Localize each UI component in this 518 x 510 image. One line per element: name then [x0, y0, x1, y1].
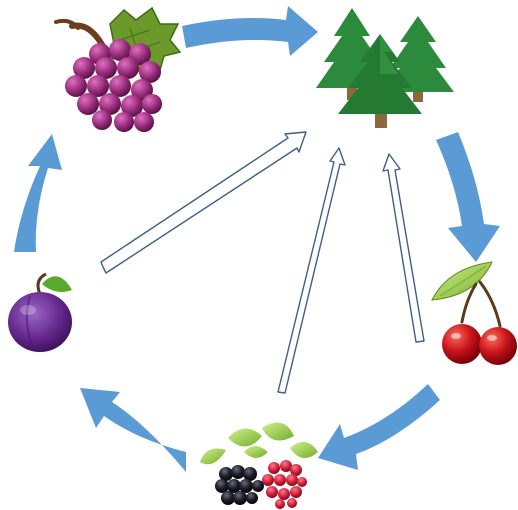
pine-trees-icon [316, 8, 454, 128]
hollow-arrow-cherries-to-trees [383, 154, 424, 342]
berries-icon [200, 423, 318, 509]
cycle-arrow-plum-to-grapes [14, 134, 62, 252]
grapes-icon [56, 8, 180, 132]
cherries-icon [432, 262, 517, 365]
hollow-arrows [101, 132, 424, 393]
hollow-arrow-plum-to-trees [101, 132, 306, 273]
cycle-arrow-grapes-to-trees [182, 6, 318, 56]
hollow-arrow-berries-to-trees [278, 148, 345, 393]
cycle-arrow-trees-to-cherries [436, 132, 500, 262]
cycle-arrow-cherries-to-berries [318, 384, 440, 470]
cycle-arrow-berries-to-plum [80, 388, 186, 472]
plum-icon [8, 274, 72, 352]
